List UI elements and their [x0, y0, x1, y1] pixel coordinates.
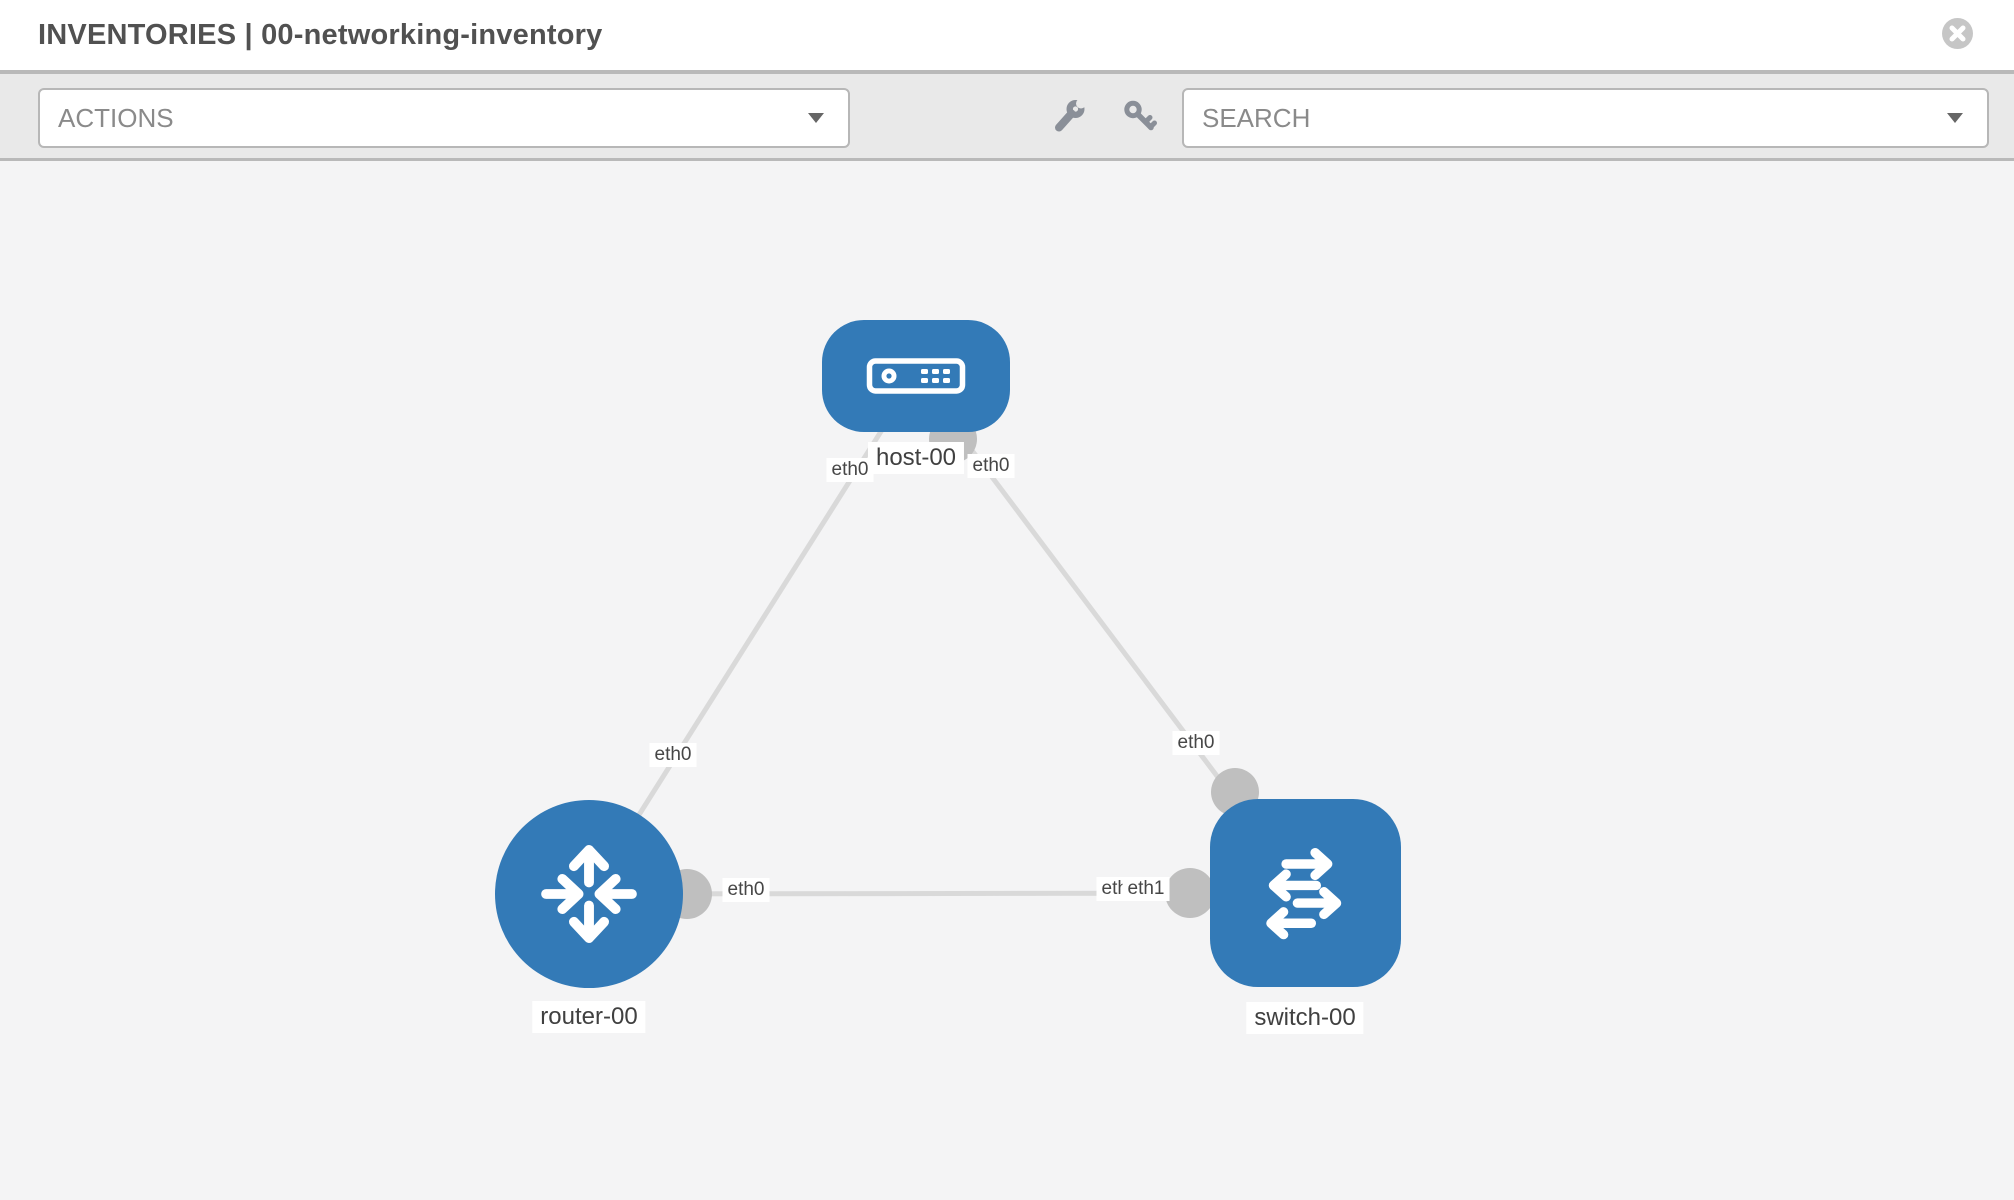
- interface-label: eth0: [826, 458, 874, 482]
- interface-label: eth0: [967, 454, 1015, 478]
- page-header: INVENTORIES | 00-networking-inventory: [0, 0, 2014, 74]
- interface-label: eth0: [722, 878, 770, 902]
- actions-dropdown-label: ACTIONS: [58, 102, 174, 133]
- close-icon: [1949, 25, 1966, 42]
- node-host-00[interactable]: [822, 320, 1010, 432]
- interface-label: eth0: [649, 743, 697, 767]
- key-icon: [1121, 98, 1157, 134]
- node-router-00[interactable]: [495, 800, 683, 988]
- wrench-icon: [1051, 98, 1087, 134]
- chevron-down-icon: [1947, 113, 1963, 123]
- page-title: INVENTORIES | 00-networking-inventory: [38, 19, 603, 51]
- chevron-down-icon: [808, 113, 824, 123]
- interface-label: eth1: [1122, 877, 1170, 901]
- switch-icon: [1242, 830, 1368, 956]
- toolbar: ACTIONS SEARCH: [0, 74, 2014, 161]
- node-label-router-00: router-00: [532, 1001, 646, 1033]
- interface-dot: [1165, 868, 1215, 918]
- credentials-button[interactable]: [1121, 98, 1157, 134]
- close-button[interactable]: [1942, 18, 1973, 49]
- host-icon: [866, 357, 966, 395]
- search-dropdown[interactable]: SEARCH: [1182, 88, 1989, 148]
- node-label-host-00: host-00: [867, 442, 965, 474]
- configure-button[interactable]: [1051, 98, 1087, 134]
- actions-dropdown[interactable]: ACTIONS: [38, 88, 850, 148]
- router-icon: [531, 836, 647, 952]
- node-switch-00[interactable]: [1209, 799, 1401, 987]
- search-dropdown-label: SEARCH: [1202, 102, 1311, 133]
- interface-label: eth0: [1172, 731, 1220, 755]
- node-label-switch-00: switch-00: [1246, 1002, 1364, 1034]
- topology-links-layer: [586, 374, 1307, 919]
